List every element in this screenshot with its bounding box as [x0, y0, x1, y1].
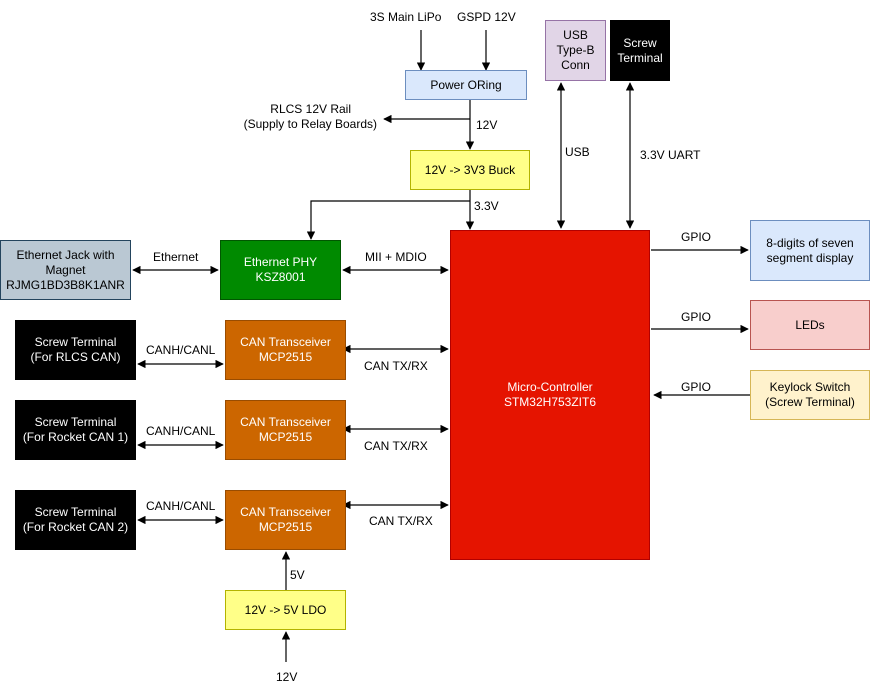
usb-conn-line-3: Conn [561, 58, 590, 72]
usb-conn-box: USB Type-B Conn [545, 20, 606, 81]
v5-label: 5V [290, 568, 305, 582]
mcu-line-1: Micro-Controller [507, 380, 593, 394]
can3-line-1: CAN Transceiver [240, 505, 331, 519]
canh-3-label: CANH/CANL [146, 499, 216, 513]
can1-line-1: CAN Transceiver [240, 335, 331, 349]
screw-uart-line-1: Screw [623, 35, 657, 50]
usb-label: USB [565, 145, 590, 159]
ethernet-phy-box: Ethernet PHY KSZ8001 [220, 240, 341, 300]
seven-seg-display-box: 8-digits of seven segment display [750, 220, 870, 281]
screw-rlcs-line-2: (For RLCS CAN) [30, 350, 121, 364]
cantx-2-label: CAN TX/RX [364, 439, 428, 453]
buck-label: 12V -> 3V3 Buck [424, 162, 516, 177]
gpio-keylock-label: GPIO [681, 380, 712, 394]
v33-to-phy-arrow [306, 200, 470, 240]
uart-label: 3.3V UART [640, 148, 701, 162]
mcu-box: Micro-Controller STM32H753ZIT6 [450, 230, 650, 560]
screw-rlcs-line-1: Screw Terminal [34, 335, 117, 349]
eth-jack-line-3: RJMG1BD3B8K1ANR [6, 277, 125, 292]
lipo-label: 3S Main LiPo [370, 10, 442, 24]
usb-conn-line-1: USB [563, 28, 588, 42]
rlcs-rail-label-2: (Supply to Relay Boards) [243, 117, 377, 131]
can2-line-2: MCP2515 [258, 430, 313, 444]
canh-2-label: CANH/CANL [146, 424, 216, 438]
seven-seg-line-2: segment display [766, 250, 854, 265]
screw-rocket2-line-2: (For Rocket CAN 2) [22, 520, 129, 534]
leds-label: LEDs [795, 317, 825, 332]
screw-terminal-rocket2-box: Screw Terminal (For Rocket CAN 2) [15, 490, 136, 550]
eth-jack-line-2: Magnet [45, 262, 86, 277]
mcu-line-2: STM32H753ZIT6 [503, 395, 597, 409]
can-transceiver-1-box: CAN Transceiver MCP2515 [225, 320, 346, 380]
buck-box: 12V -> 3V3 Buck [410, 150, 530, 190]
screw-rocket1-line-1: Screw Terminal [34, 415, 117, 429]
rlcs-rail-label-1: RLCS 12V Rail [270, 102, 351, 116]
can2-line-1: CAN Transceiver [240, 415, 331, 429]
gspd-label: GSPD 12V [457, 10, 516, 24]
gpio-leds-label: GPIO [681, 310, 712, 324]
screw-rocket2-line-1: Screw Terminal [34, 505, 117, 519]
ldo-box: 12V -> 5V LDO [225, 590, 346, 630]
cantx-1-label: CAN TX/RX [364, 359, 428, 373]
ethernet-label: Ethernet [153, 250, 199, 264]
screw-terminal-rlcs-box: Screw Terminal (For RLCS CAN) [15, 320, 136, 380]
gpio-display-label: GPIO [681, 230, 712, 244]
power-oring-box: Power ORing [405, 70, 527, 100]
keylock-line-1: Keylock Switch [769, 380, 851, 394]
v12-oring-label: 12V [476, 118, 498, 132]
ethernet-jack-box: Ethernet Jack with Magnet RJMG1BD3B8K1AN… [0, 240, 131, 300]
eth-jack-line-1: Ethernet Jack with [16, 247, 115, 262]
seven-seg-line-1: 8-digits of seven [766, 235, 854, 250]
eth-phy-line-2: KSZ8001 [255, 270, 306, 284]
v12-ldo-label: 12V [276, 670, 298, 684]
eth-phy-line-1: Ethernet PHY [243, 255, 318, 269]
can3-line-2: MCP2515 [258, 520, 313, 534]
screw-terminal-rocket1-box: Screw Terminal (For Rocket CAN 1) [15, 400, 136, 460]
screw-rocket1-line-2: (For Rocket CAN 1) [22, 430, 129, 444]
ldo-label: 12V -> 5V LDO [244, 602, 327, 617]
can-transceiver-3-box: CAN Transceiver MCP2515 [225, 490, 346, 550]
usb-conn-line-2: Type-B [556, 43, 595, 57]
screw-terminal-uart-box: Screw Terminal [610, 20, 670, 81]
canh-1-label: CANH/CANL [146, 343, 216, 357]
can-transceiver-2-box: CAN Transceiver MCP2515 [225, 400, 346, 460]
mii-label: MII + MDIO [365, 250, 427, 264]
power-oring-label: Power ORing [430, 77, 502, 92]
leds-box: LEDs [750, 300, 870, 350]
can1-line-2: MCP2515 [258, 350, 313, 364]
keylock-line-2: (Screw Terminal) [765, 395, 855, 409]
v33-label: 3.3V [474, 199, 499, 213]
keylock-switch-box: Keylock Switch (Screw Terminal) [750, 370, 870, 420]
cantx-3-label: CAN TX/RX [369, 514, 433, 528]
screw-uart-line-2: Terminal [617, 50, 663, 65]
